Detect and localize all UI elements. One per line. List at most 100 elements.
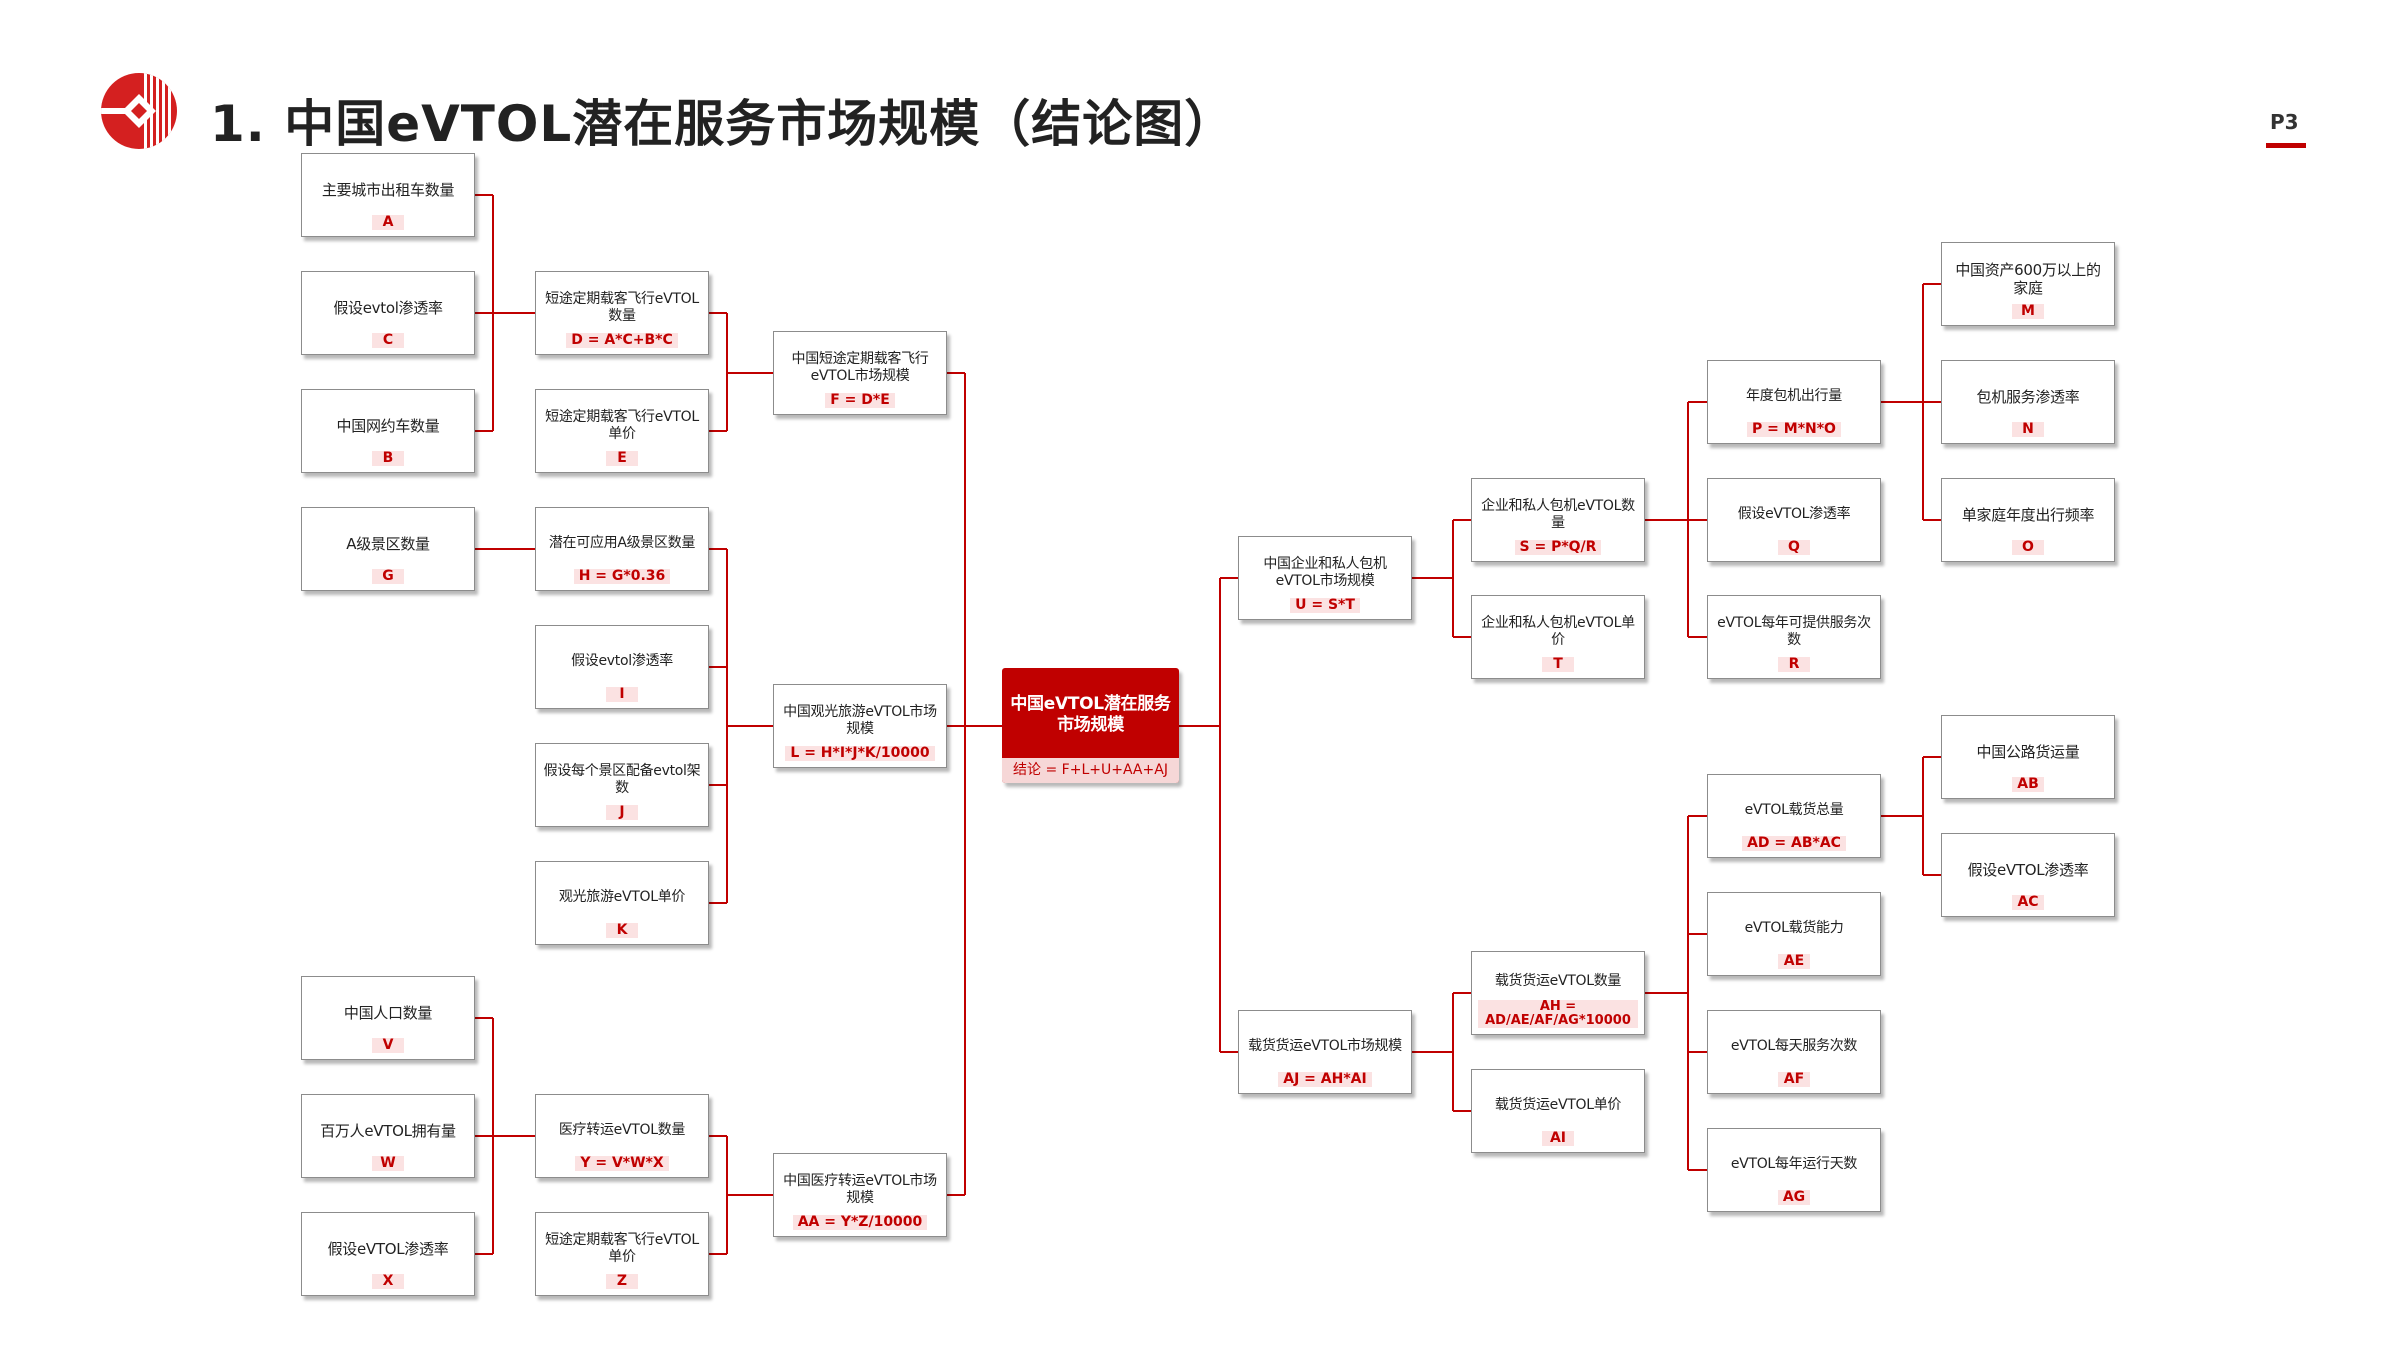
node-formula: Q	[1778, 540, 1810, 555]
connector-AH	[1645, 815, 1707, 1171]
node-V: 中国人口数量 V	[301, 976, 475, 1060]
node-H: 潜在可应用A级景区数量 H = G*0.36	[535, 507, 709, 591]
node-F: 中国短途定期载客飞行eVTOL市场规模 F = D*E	[773, 331, 947, 415]
node-label: eVTOL每天服务次数	[1730, 1038, 1858, 1054]
node-label: 年度包机出行量	[1746, 388, 1842, 404]
connector-Y	[475, 1017, 535, 1255]
node-formula: R	[1778, 657, 1810, 672]
node-label: 假设eVTOL渗透率	[1737, 506, 1851, 522]
node-label: 假设eVTOL渗透率	[327, 1239, 449, 1258]
node-AF: eVTOL每天服务次数 AF	[1707, 1010, 1881, 1094]
node-formula: AI	[1542, 1131, 1574, 1146]
node-label: 中国eVTOL潜在服务市场规模	[1010, 694, 1171, 735]
node-formula: AD = AB*AC	[1742, 836, 1846, 851]
node-K: 观光旅游eVTOL单价 K	[535, 861, 709, 945]
connector-AA	[709, 1135, 773, 1255]
node-Z: 短途定期载客飞行eVTOL单价 Z	[535, 1212, 709, 1296]
node-formula: D = A*C+B*C	[566, 333, 678, 348]
node-label: 中国公路货运量	[1976, 742, 2080, 761]
node-label: 载货货运eVTOL单价	[1494, 1097, 1622, 1113]
node-label: 短途定期载客飞行eVTOL数量	[545, 290, 699, 324]
node-label: 中国观光旅游eVTOL市场规模	[783, 703, 937, 737]
node-label: 中国短途定期载客飞行eVTOL市场规模	[791, 350, 929, 384]
node-label: 中国网约车数量	[336, 416, 440, 435]
node-formula: U = S*T	[1290, 598, 1360, 613]
node-formula: P = M*N*O	[1747, 422, 1841, 437]
node-AJ: 载货货运eVTOL市场规模 AJ = AH*AI	[1238, 1010, 1412, 1094]
node-formula: M	[2012, 304, 2044, 319]
node-W: 百万人eVTOL拥有量 W	[301, 1094, 475, 1178]
node-AD: eVTOL载货总量 AD = AB*AC	[1707, 774, 1881, 858]
connector-root-left	[947, 372, 1002, 1196]
node-formula: Z	[606, 1274, 638, 1289]
node-U: 中国企业和私人包机eVTOL市场规模 U = S*T	[1238, 536, 1412, 620]
node-formula: K	[606, 923, 638, 938]
node-formula: AA = Y*Z/10000	[792, 1215, 928, 1230]
node-label: 百万人eVTOL拥有量	[320, 1121, 456, 1140]
node-label: 中国企业和私人包机eVTOL市场规模	[1263, 555, 1387, 589]
connector-AJ	[1411, 992, 1471, 1112]
node-label: 载货货运eVTOL市场规模	[1248, 1038, 1402, 1054]
node-label: 假设evtol渗透率	[571, 653, 673, 669]
node-label: 中国医疗转运eVTOL市场规模	[783, 1172, 937, 1206]
connector-D	[475, 194, 535, 432]
node-formula: AG	[1777, 1190, 1811, 1205]
node-L: 中国观光旅游eVTOL市场规模 L = H*I*J*K/10000	[773, 684, 947, 768]
connector-F	[709, 312, 773, 432]
node-formula: H = G*0.36	[573, 569, 671, 584]
node-T: 企业和私人包机eVTOL单价 T	[1471, 595, 1645, 679]
node-formula: C	[372, 333, 404, 348]
node-J: 假设每个景区配备evtol架数 J	[535, 743, 709, 827]
node-M: 中国资产600万以上的家庭 M	[1941, 242, 2115, 326]
node-formula: J	[606, 805, 638, 820]
node-formula: T	[1542, 657, 1574, 672]
node-formula: AF	[1778, 1072, 1810, 1087]
node-formula: O	[2012, 540, 2044, 555]
node-formula: L = H*I*J*K/10000	[785, 746, 935, 761]
node-formula: AJ = AH*AI	[1278, 1072, 1372, 1087]
node-label: 假设evtol渗透率	[333, 298, 443, 317]
node-S: 企业和私人包机eVTOL数量 S = P*Q/R	[1471, 478, 1645, 562]
node-label: eVTOL载货总量	[1744, 802, 1844, 818]
node-label: 观光旅游eVTOL单价	[558, 889, 686, 905]
node-D: 短途定期载客飞行eVTOL数量 D = A*C+B*C	[535, 271, 709, 355]
node-formula: V	[372, 1038, 404, 1053]
connector-root-right	[1179, 577, 1238, 1053]
node-root: 中国eVTOL潜在服务市场规模 结论 = F+L+U+AA+AJ	[1002, 668, 1179, 783]
node-formula: AC	[2012, 895, 2044, 910]
node-Q: 假设eVTOL渗透率 Q	[1707, 478, 1881, 562]
node-formula: AH = AD/AE/AF/AG*10000	[1478, 1000, 1638, 1028]
node-formula: N	[2012, 422, 2044, 437]
node-E: 短途定期载客飞行eVTOL单价 E	[535, 389, 709, 473]
page-number: P3	[2270, 110, 2299, 134]
node-label: 潜在可应用A级景区数量	[548, 535, 696, 551]
node-label: 企业和私人包机eVTOL单价	[1481, 614, 1635, 648]
node-C: 假设evtol渗透率 C	[301, 271, 475, 355]
node-I: 假设evtol渗透率 I	[535, 625, 709, 709]
node-formula: G	[372, 569, 404, 584]
node-label: 假设每个景区配备evtol架数	[543, 762, 701, 796]
node-AC: 假设eVTOL渗透率 AC	[1941, 833, 2115, 917]
connector-U	[1411, 519, 1471, 638]
node-label: 短途定期载客飞行eVTOL单价	[545, 1231, 699, 1265]
node-label: 企业和私人包机eVTOL数量	[1481, 497, 1635, 531]
node-G: A级景区数量 G	[301, 507, 475, 591]
node-N: 包机服务渗透率 N	[1941, 360, 2115, 444]
node-formula: 结论 = F+L+U+AA+AJ	[1002, 758, 1179, 783]
node-formula: Y = V*W*X	[575, 1156, 669, 1171]
node-formula: F = D*E	[825, 393, 895, 408]
node-formula: W	[372, 1156, 404, 1171]
node-formula: S = P*Q/R	[1514, 540, 1602, 555]
node-Y: 医疗转运eVTOL数量 Y = V*W*X	[535, 1094, 709, 1178]
node-label: 主要城市出租车数量	[321, 180, 455, 199]
page-title: 1. 中国eVTOL潜在服务市场规模（结论图）	[210, 95, 1236, 153]
node-label: 包机服务渗透率	[1976, 387, 2080, 406]
node-AH: 载货货运eVTOL数量 AH = AD/AE/AF/AG*10000	[1471, 951, 1645, 1035]
node-formula: I	[606, 687, 638, 702]
node-formula: AB	[2012, 777, 2044, 792]
node-label: 载货货运eVTOL数量	[1494, 972, 1622, 989]
node-A: 主要城市出租车数量 A	[301, 153, 475, 237]
node-label: 中国人口数量	[343, 1003, 433, 1022]
node-label: 医疗转运eVTOL数量	[558, 1122, 686, 1138]
